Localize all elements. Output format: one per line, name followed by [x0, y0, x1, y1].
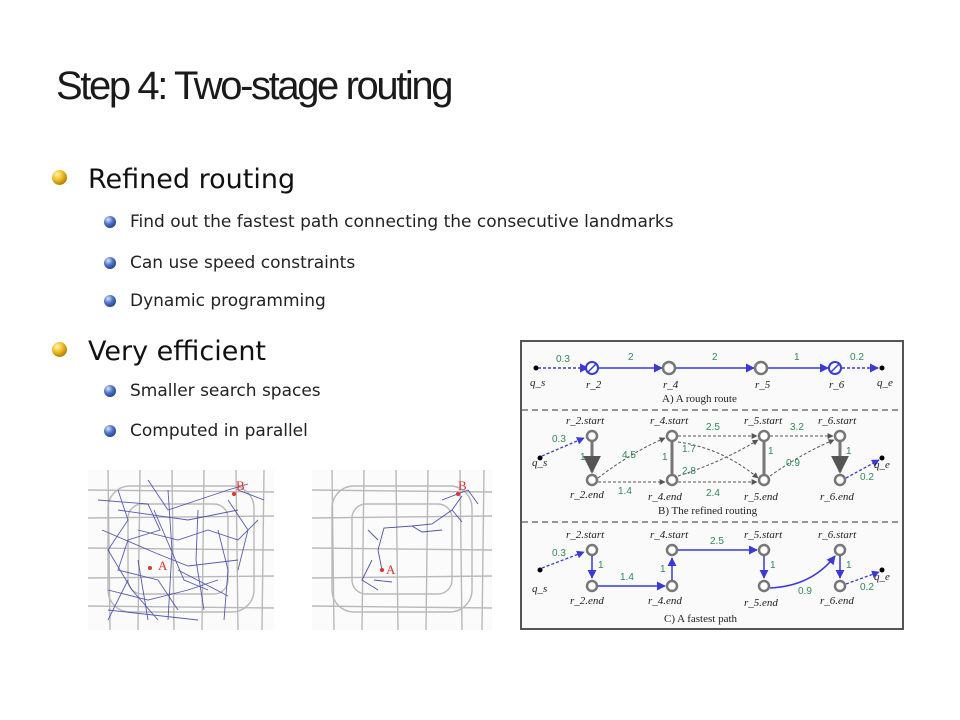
sub-bullet-smaller-search: Smaller search spaces — [130, 381, 321, 401]
node-label: r_5 — [755, 379, 771, 391]
map-refined-search: A B — [311, 469, 493, 631]
node-label: q_s — [532, 583, 547, 595]
node-label: r_5.end — [744, 597, 778, 609]
node-label: r_6.end — [820, 595, 854, 607]
weight-label: 0.2 — [850, 352, 864, 363]
node-label: r_2.start — [566, 529, 605, 541]
node-label: r_4.start — [650, 415, 689, 427]
weight-label: 1 — [846, 446, 852, 457]
weight-label: 0.3 — [552, 548, 566, 559]
node-label: r_2.end — [570, 489, 604, 501]
weight-label: 2 — [712, 352, 718, 363]
start-point-label: A — [158, 558, 168, 573]
sub-bullet-speed-constraints: Can use speed constraints — [130, 253, 356, 273]
node-label: r_4.start — [650, 529, 689, 541]
node-label: r_6.end — [820, 491, 854, 503]
bullet-refined-routing: Refined routing — [88, 164, 296, 195]
node-label: r_5.start — [744, 529, 783, 541]
sub-bullet-parallel: Computed in parallel — [130, 421, 308, 441]
sub-bullet-orb-icon — [104, 257, 116, 269]
weight-label: 1 — [598, 560, 604, 571]
weight-label: 3.2 — [790, 422, 804, 433]
node-label: r_4.end — [648, 491, 682, 503]
road-network-map — [87, 469, 275, 631]
panel-refined-routing: r_2.start r_4.start r_5.start r_6.start — [532, 415, 890, 517]
weight-label: 1 — [770, 560, 776, 571]
slide-title: Step 4: Two-stage routing — [56, 64, 454, 108]
bullet-very-efficient: Very efficient — [88, 336, 267, 367]
node-label: q_e — [874, 571, 890, 583]
sub-bullet-orb-icon — [104, 295, 116, 307]
node-label: r_5.start — [744, 415, 783, 427]
node-label: q_e — [877, 377, 893, 389]
weight-label: 4.5 — [622, 450, 636, 461]
node-label: r_2.start — [566, 415, 605, 427]
sub-bullet-dynamic-programming: Dynamic programming — [130, 291, 326, 311]
weight-label: 2.5 — [706, 422, 720, 433]
weight-label: 2.5 — [710, 536, 724, 547]
panel-rough-route: 0.3 2 2 1 0.2 q_s r_2 r_4 r_5 r_6 q_e A)… — [530, 352, 893, 405]
weight-label: 1.7 — [682, 444, 696, 455]
weight-label: 2 — [628, 352, 634, 363]
bullet-orb-icon — [52, 342, 67, 357]
weight-label: 1 — [846, 560, 852, 571]
node-label: r_6 — [829, 379, 845, 391]
map-full-search: A B — [87, 469, 275, 631]
node-label: q_s — [530, 377, 545, 389]
weight-label: 1.4 — [618, 486, 632, 497]
weight-label: 0.9 — [798, 586, 812, 597]
road-network-map — [311, 469, 493, 631]
routing-diagram-svg: 0.3 2 2 1 0.2 q_s r_2 r_4 r_5 r_6 q_e A)… — [522, 352, 902, 625]
weight-label: 1 — [580, 452, 586, 463]
sub-bullet-orb-icon — [104, 216, 116, 228]
weight-label: 1.4 — [620, 572, 634, 583]
bullet-orb-icon — [52, 170, 67, 185]
sub-bullet-fastest-path: Find out the fastest path connecting the… — [130, 212, 674, 232]
weight-label: 1 — [768, 446, 774, 457]
weight-label: 1 — [794, 352, 800, 363]
panel-caption: A) A rough route — [662, 393, 737, 405]
routing-diagram: 0.3 2 2 1 0.2 q_s r_2 r_4 r_5 r_6 q_e A)… — [520, 340, 904, 630]
node-label: r_4 — [663, 379, 679, 391]
node-label: r_2 — [586, 379, 602, 391]
panel-caption: B) The refined routing — [658, 505, 758, 517]
weight-label: 0.3 — [552, 434, 566, 445]
end-point-label: B — [458, 478, 467, 493]
panel-caption: C) A fastest path — [664, 613, 738, 625]
node-label: r_5.end — [744, 491, 778, 503]
end-point-label: B — [236, 478, 245, 493]
weight-label: 2.8 — [682, 466, 696, 477]
sub-bullet-orb-icon — [104, 385, 116, 397]
node-label: r_6.start — [818, 415, 857, 427]
node-label: r_4.end — [648, 595, 682, 607]
node-label: r_6.start — [818, 529, 857, 541]
weight-label: 2.4 — [706, 488, 720, 499]
weight-label: 0.2 — [860, 582, 874, 593]
weight-label: 1 — [660, 564, 666, 575]
node-label: q_s — [532, 457, 547, 469]
node-label: q_e — [874, 459, 890, 471]
weight-label: 0.3 — [556, 354, 570, 365]
sub-bullet-orb-icon — [104, 425, 116, 437]
weight-label: 0.2 — [860, 472, 874, 483]
panel-fastest-path: r_2.start r_4.start r_5.start r_6.start … — [532, 529, 890, 625]
weight-label: 1 — [662, 452, 668, 463]
weight-label: 0.9 — [786, 458, 800, 469]
node-label: r_2.end — [570, 595, 604, 607]
start-point-label: A — [386, 562, 396, 577]
